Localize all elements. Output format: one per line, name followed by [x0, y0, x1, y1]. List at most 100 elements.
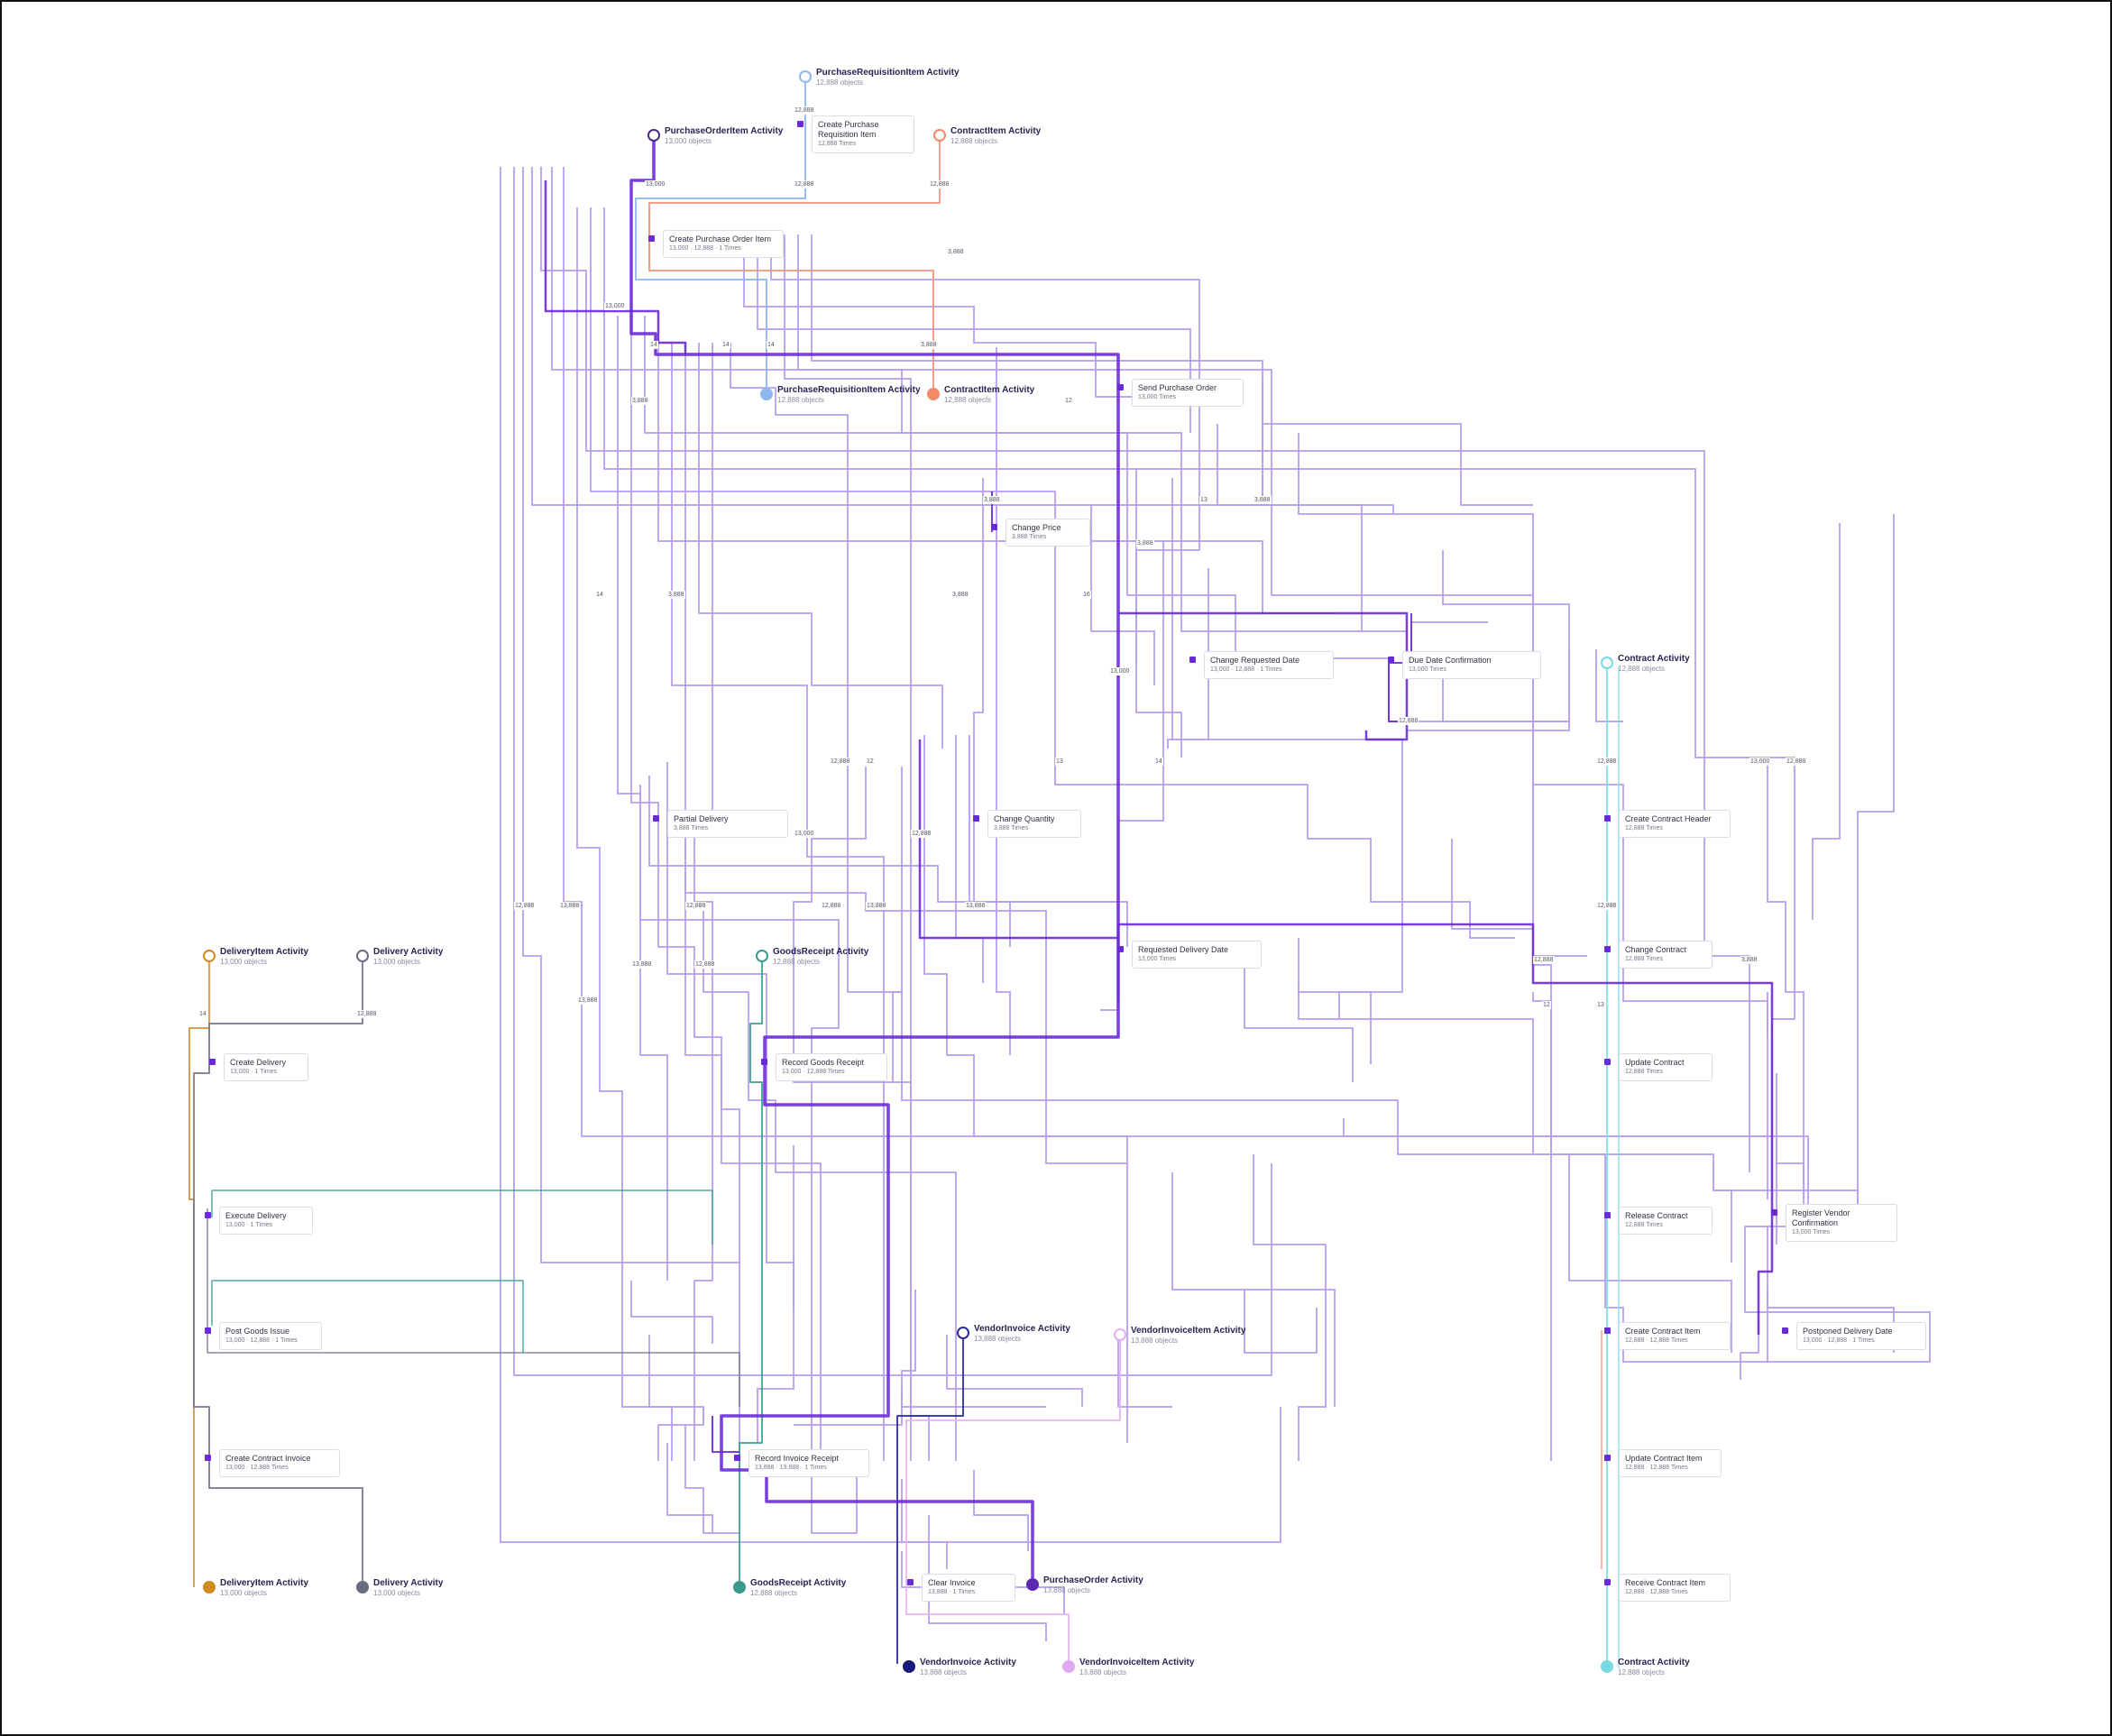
- edge-frequency-tag[interactable]: 16: [1082, 591, 1091, 599]
- edge-frequency-tag[interactable]: 12,888: [1398, 717, 1419, 725]
- activity-frequency: 13,000 · 12,888 · 1 Times: [1210, 666, 1282, 673]
- edge-frequency-tag[interactable]: 3,888: [1253, 496, 1272, 504]
- edge-frequency-tag[interactable]: 12,888: [1596, 758, 1618, 766]
- edge-frequency-tag[interactable]: 13,888: [631, 960, 653, 969]
- edge-frequency-tag[interactable]: 3,888: [667, 591, 685, 599]
- edge-frequency-tag[interactable]: 12,888: [911, 830, 932, 838]
- edge-frequency-tag[interactable]: 12: [1064, 397, 1073, 405]
- edge-frequency-tag[interactable]: 3,888: [951, 591, 969, 599]
- edge-frequency-tag[interactable]: 14: [721, 341, 730, 349]
- edge-frequency-tag[interactable]: 13,000: [794, 830, 815, 838]
- secondary-flow-edge: [901, 1290, 1046, 1408]
- edge-frequency-tag[interactable]: 14: [198, 1010, 207, 1018]
- edge-frequency-tag[interactable]: 13,000: [604, 302, 626, 310]
- edge-frequency-tag[interactable]: 12,888: [1533, 956, 1555, 964]
- edge-frequency-tag[interactable]: 12,888: [694, 960, 716, 969]
- activity-name: Update Contract Item: [1625, 1454, 1703, 1463]
- edge-frequency-tag[interactable]: 3,888: [983, 496, 1001, 504]
- edge-frequency-tag[interactable]: 12,888: [830, 758, 851, 766]
- secondary-flow-edge: [1298, 983, 1732, 1353]
- edge-frequency-tag[interactable]: 12: [1542, 1001, 1551, 1009]
- edge-frequency-tag[interactable]: 13: [1596, 1001, 1605, 1009]
- edge-frequency-tag[interactable]: 3,888: [631, 397, 649, 405]
- edge-frequency-tag[interactable]: 3,888: [947, 248, 965, 256]
- edge-frequency-tag[interactable]: 13,888: [559, 902, 581, 910]
- edge-frequency-tag[interactable]: 12,888: [685, 902, 707, 910]
- activity-name: Record Invoice Receipt: [755, 1454, 840, 1463]
- edge-frequency-tag[interactable]: 13,000: [1109, 667, 1131, 675]
- activity-frequency: 12,888 · 12,888 Times: [1625, 1337, 1688, 1344]
- edge-frequency-tag[interactable]: 12: [866, 758, 875, 766]
- edge-frequency-tag[interactable]: 13,888: [965, 902, 987, 910]
- edge-frequency-tag[interactable]: 3,888: [1136, 539, 1154, 547]
- edge-frequency-tag[interactable]: 3,888: [1740, 956, 1758, 964]
- secondary-flow-edge: [1442, 667, 1569, 722]
- edge-frequency-tag[interactable]: 12,888: [794, 106, 815, 115]
- edge-frequency-tag[interactable]: 13,000: [645, 180, 666, 188]
- edge-frequency-tag[interactable]: 13: [1199, 496, 1208, 504]
- edge-frequency-tag[interactable]: 13,888: [866, 902, 887, 910]
- nodes[interactable]: [203, 70, 1788, 1673]
- edge-frequency-tag[interactable]: 12,888: [356, 1010, 378, 1018]
- edge-frequency-tag[interactable]: 12,888: [929, 180, 950, 188]
- edge-frequency-tag[interactable]: 12,888: [821, 902, 842, 910]
- edge-frequency-tag[interactable]: 14: [649, 341, 658, 349]
- edge-frequency-tag[interactable]: 13,000: [1749, 758, 1771, 766]
- secondary-flow-edge: [1090, 505, 1155, 685]
- edge-frequency-tag[interactable]: 12,888: [1786, 758, 1807, 766]
- edge-frequency-tag[interactable]: 14: [767, 341, 776, 349]
- edge-frequency-tag[interactable]: 12,888: [794, 180, 815, 188]
- edge-frequency-tag[interactable]: 3,888: [920, 341, 938, 349]
- edge-frequency-tag[interactable]: 12,888: [1596, 902, 1618, 910]
- edge-frequency-tag[interactable]: 13,888: [577, 997, 599, 1005]
- edge-frequency-tag[interactable]: 13: [1055, 758, 1064, 766]
- edge-frequency-tag[interactable]: 14: [1154, 758, 1163, 766]
- edge-frequency-tag[interactable]: 12,888: [514, 902, 536, 910]
- edge-frequency-tag[interactable]: 14: [595, 591, 604, 599]
